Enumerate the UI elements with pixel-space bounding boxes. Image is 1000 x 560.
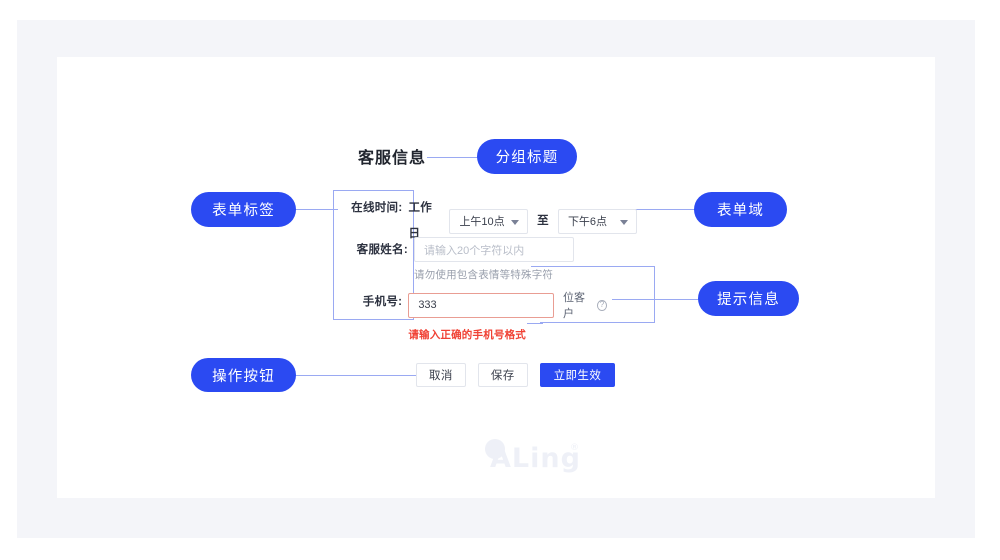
- connector-form-field: [614, 209, 700, 210]
- phone-input[interactable]: 333: [408, 292, 555, 318]
- chevron-down-icon: [619, 219, 628, 225]
- apply-button[interactable]: 立即生效: [539, 363, 616, 387]
- watermark: ALing ®: [464, 437, 584, 481]
- save-button[interactable]: 保存: [477, 363, 528, 387]
- annotation-hint-message-text: 提示信息: [717, 292, 780, 308]
- form-row-online-time: 在线时间: 工作日 上午10点 至 下午6点: [333, 195, 637, 247]
- form-row-agent-name: 客服姓名: 请输入20个字符以内 请勿使用包含表情等特殊字符: [333, 237, 574, 282]
- start-time-select[interactable]: 上午10点: [449, 208, 529, 234]
- annotation-action-buttons: 操作按钮: [191, 358, 296, 392]
- label-online-time: 在线时间:: [351, 202, 403, 214]
- agent-name-line: 请输入20个字符以内: [414, 237, 574, 262]
- annotation-group-title-label: 分组标题: [495, 150, 559, 166]
- chevron-down-icon: [511, 219, 520, 225]
- annotation-action-buttons-text: 操作按钮: [212, 368, 275, 385]
- connector-error-text: [527, 323, 543, 324]
- form-card: [57, 57, 935, 498]
- start-time-value: 上午10点: [459, 216, 505, 228]
- phone-error-text: 请输入正确的手机号格式: [408, 329, 527, 341]
- form-row-phone: 手机号: 333 位客户 ? 请输入正确的手机号格式: [333, 289, 607, 342]
- annotation-group-title: 分组标题: [477, 139, 577, 174]
- end-time-select[interactable]: 下午6点: [557, 208, 637, 234]
- connector-hint-pill: [612, 299, 704, 300]
- agent-name-input[interactable]: 请输入20个字符以内: [414, 237, 574, 262]
- cancel-button[interactable]: 取消: [416, 363, 466, 387]
- connector-group-title: [427, 157, 483, 158]
- section-title: 客服信息: [358, 150, 427, 167]
- annotation-form-label-text: 表单标签: [212, 203, 275, 219]
- control-online-time: 工作日 上午10点 至 下午6点: [408, 195, 637, 247]
- question-circle-icon[interactable]: ?: [596, 299, 607, 311]
- control-agent-name: 请输入20个字符以内 请勿使用包含表情等特殊字符: [414, 237, 574, 282]
- annotation-form-label: 表单标签: [191, 192, 296, 227]
- label-column-outline: [333, 190, 414, 320]
- weekday-text: 工作日: [408, 202, 433, 240]
- annotation-form-field-text: 表单域: [716, 203, 765, 219]
- phone-suffix-text: 位客户: [563, 292, 586, 320]
- end-time-value: 下午6点: [567, 216, 608, 228]
- connector-form-label: [290, 209, 338, 210]
- online-time-line: 工作日 上午10点 至 下午6点: [408, 195, 637, 247]
- form-action-bar: 取消 保存 立即生效: [416, 363, 616, 387]
- label-agent-name: 客服姓名:: [356, 244, 408, 256]
- control-phone: 333 位客户 ? 请输入正确的手机号格式: [408, 289, 607, 342]
- connector-helper-text: [531, 266, 543, 267]
- time-separator: 至: [537, 215, 549, 227]
- connector-action-buttons: [290, 375, 416, 376]
- annotation-hint-message: 提示信息: [698, 281, 799, 316]
- annotation-form-field: 表单域: [694, 192, 787, 227]
- agent-name-helper-text: 请勿使用包含表情等特殊字符: [414, 269, 554, 281]
- label-phone: 手机号:: [362, 296, 403, 308]
- watermark-text: ALing: [490, 443, 581, 474]
- phone-line: 333 位客户 ?: [408, 289, 607, 321]
- watermark-registered-mark: ®: [570, 443, 580, 453]
- watermark-dot: [485, 439, 505, 459]
- phone-suffix: 位客户 ?: [563, 289, 607, 321]
- hint-bracket-outline: [540, 266, 655, 323]
